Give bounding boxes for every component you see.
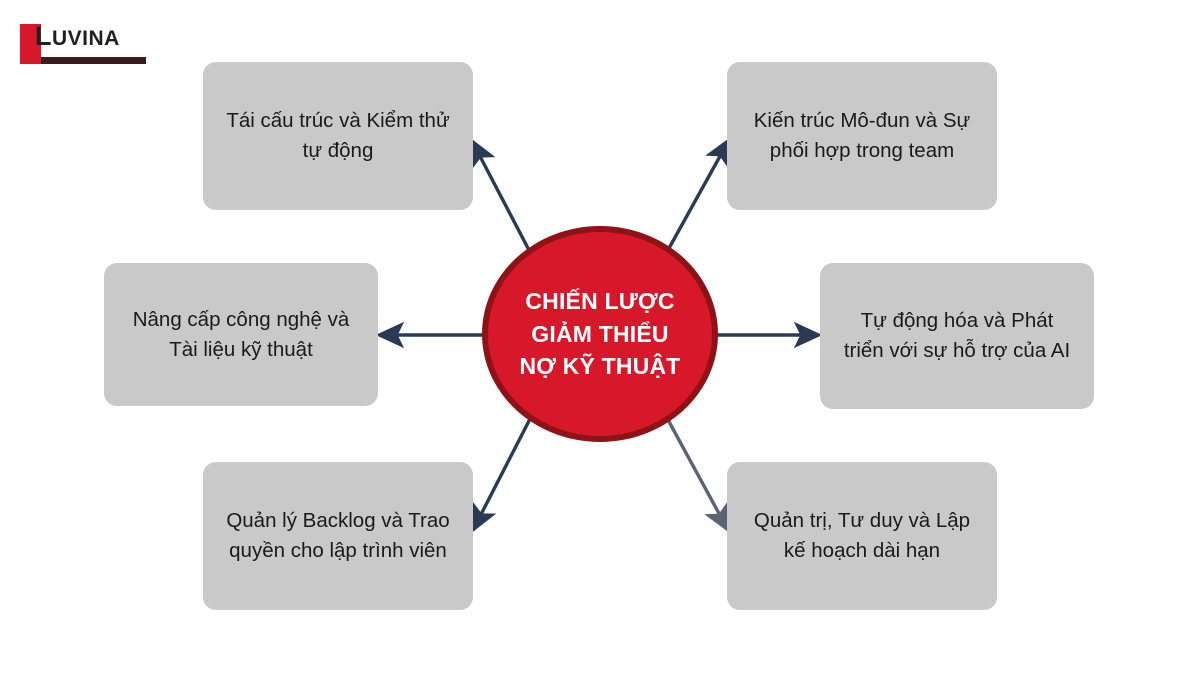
node-top-right-line-1: Kiến trúc Mô-đun và Sự (753, 109, 971, 133)
node-top-left[interactable]: Tái cấu trúc và Kiểm thử tự động (203, 62, 473, 210)
node-bottom-right[interactable]: Quản trị, Tư duy và Lập kế hoạch dài hạn (727, 462, 997, 610)
connector-to-bottom-left (471, 416, 533, 534)
luvina-wordmark: LUVINA (35, 23, 120, 50)
connector-to-top-left (470, 137, 532, 253)
luvina-wordmark-lead: L (35, 21, 52, 51)
node-mid-right[interactable]: Tự động hóa và Phát triển với sự hỗ trợ … (820, 263, 1094, 409)
luvina-wordmark-rest: UVINA (52, 27, 120, 50)
center-hub[interactable]: CHIẾN LƯỢC GIẢM THIỂU NỢ KỸ THUẬT (482, 226, 718, 442)
node-top-right-line-2: phối hợp trong team (769, 139, 955, 162)
node-mid-right-label: Tự động hóa và Phát triển với sự hỗ trợ … (844, 306, 1070, 365)
connector-to-bottom-right (665, 417, 730, 533)
node-bottom-right-line-1: Quản trị, Tư duy và Lập (753, 509, 971, 533)
node-top-right[interactable]: Kiến trúc Mô-đun và Sự phối hợp trong te… (727, 62, 997, 210)
node-bottom-left-line-2: quyền cho lập trình viên (229, 539, 447, 562)
node-bottom-right-line-2: kế hoạch dài hạn (783, 539, 941, 562)
node-top-right-label: Kiến trúc Mô-đun và Sự phối hợp trong te… (754, 106, 971, 165)
node-bottom-left[interactable]: Quản lý Backlog và Trao quyền cho lập tr… (203, 462, 473, 610)
center-hub-line-2: GIẢM THIỂU (531, 320, 669, 347)
luvina-logo: LUVINA (8, 16, 178, 68)
node-mid-right-line-1: Tự động hóa và Phát (860, 309, 1054, 333)
node-top-left-line-2: tự động (302, 139, 374, 162)
node-bottom-left-line-1: Quản lý Backlog và Trao (226, 509, 450, 533)
node-mid-left-line-1: Nâng cấp công nghệ và (132, 307, 350, 331)
node-mid-left[interactable]: Nâng cấp công nghệ và Tài liệu kỹ thuật (104, 263, 378, 406)
node-mid-left-label: Nâng cấp công nghệ và Tài liệu kỹ thuật (133, 305, 350, 364)
center-hub-line-1: CHIẾN LƯỢC (525, 288, 675, 315)
node-top-left-line-1: Tái cấu trúc và Kiểm thử (226, 109, 450, 133)
node-bottom-left-label: Quản lý Backlog và Trao quyền cho lập tr… (226, 506, 449, 565)
center-hub-label: CHIẾN LƯỢC GIẢM THIỂU NỢ KỸ THUẬT (519, 285, 680, 383)
node-top-left-label: Tái cấu trúc và Kiểm thử tự động (226, 106, 449, 165)
luvina-logo-mark (20, 24, 146, 64)
node-mid-right-line-2: triển với sự hỗ trợ của AI (843, 339, 1071, 362)
connector-to-top-right (666, 137, 731, 251)
center-hub-line-3: NỢ KỸ THUẬT (519, 353, 681, 380)
node-mid-left-line-2: Tài liệu kỹ thuật (169, 337, 313, 361)
node-bottom-right-label: Quản trị, Tư duy và Lập kế hoạch dài hạn (754, 506, 970, 565)
